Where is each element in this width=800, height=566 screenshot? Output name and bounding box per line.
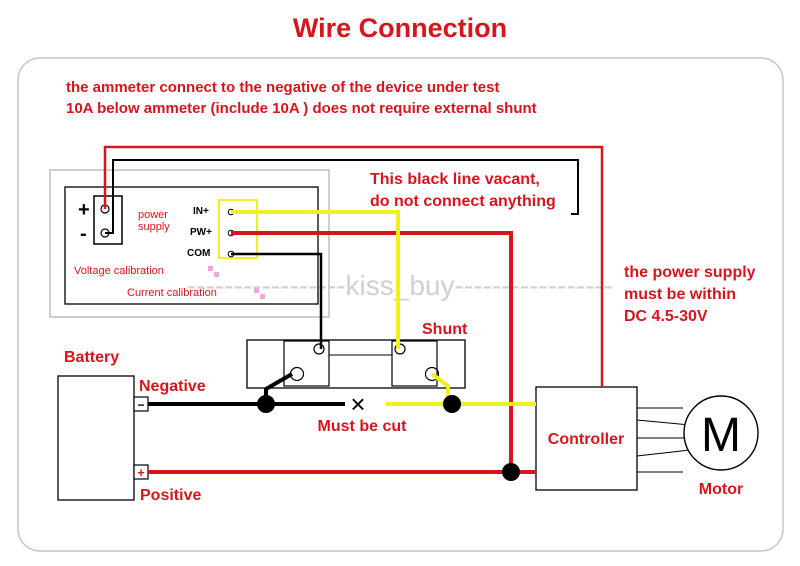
voltage-calibration-label: Voltage calibration [74, 265, 164, 277]
power-note-3: DC 4.5-30V [624, 308, 708, 325]
meter-outer-box [49, 169, 330, 318]
outer-frame [17, 57, 784, 552]
battery-label: Battery [64, 349, 119, 366]
motor-circle [683, 395, 759, 471]
power-note-1: the power supply [624, 264, 756, 281]
pin-label-in: IN+ [193, 206, 209, 217]
shunt-left-block [283, 340, 330, 387]
controller-label: Controller [548, 431, 624, 448]
shunt-body [246, 339, 466, 389]
battery-body [57, 375, 135, 501]
pin-label-com: COM [187, 248, 210, 259]
controller-motor-bus [636, 407, 691, 473]
black-line-note-1: This black line vacant, [370, 171, 540, 188]
black-wire-vacant [105, 159, 579, 234]
red-wire-power-supply [103, 145, 604, 387]
pin-label-pw: PW+ [190, 227, 212, 238]
battery-pos-symbol: + [137, 465, 145, 480]
junction-shunt-right [443, 395, 461, 413]
power-note-2: must be within [624, 286, 736, 303]
meter-plus-sign: + [78, 199, 90, 221]
ammeter-note-line1: the ammeter connect to the negative of t… [66, 79, 499, 96]
ammeter-note-line2: 10A below ammeter (include 10A ) does no… [66, 100, 537, 117]
cut-symbol: × [350, 389, 365, 419]
battery-positive-label: Positive [140, 487, 201, 504]
voltage-cal-marker-1 [208, 266, 213, 271]
motor-label: Motor [699, 481, 743, 498]
battery-neg-symbol: − [137, 398, 144, 412]
signal-terminal-block [218, 199, 258, 259]
black-wire-com [231, 252, 323, 349]
diagram-title: Wire Connection [293, 13, 507, 43]
must-be-cut-label: Must be cut [318, 418, 408, 435]
current-calibration-label: Current calibration [127, 287, 217, 299]
power-terminal-block [93, 195, 123, 245]
red-wire-pw [231, 231, 513, 473]
junction-positive [502, 463, 520, 481]
shunt-main-screw-left [289, 366, 305, 382]
shunt-label: Shunt [422, 321, 468, 338]
motor-symbol: M [701, 409, 741, 462]
power-supply-label-2: supply [138, 221, 170, 233]
shunt-main-screw-right [424, 366, 440, 382]
yellow-wire-in [231, 210, 400, 349]
junction-negative [257, 395, 275, 413]
meter-inner-box [64, 186, 319, 305]
power-supply-label-1: power [138, 209, 168, 221]
shunt-sense-screw-left [313, 343, 325, 355]
current-cal-marker-2 [260, 294, 265, 299]
voltage-cal-marker-2 [214, 272, 219, 277]
battery-negative-label: Negative [139, 378, 206, 395]
black-line-note-2: do not connect anything [370, 193, 556, 210]
meter-minus-sign: - [80, 223, 87, 245]
current-cal-marker-1 [254, 288, 259, 293]
shunt-right-block [391, 340, 438, 387]
